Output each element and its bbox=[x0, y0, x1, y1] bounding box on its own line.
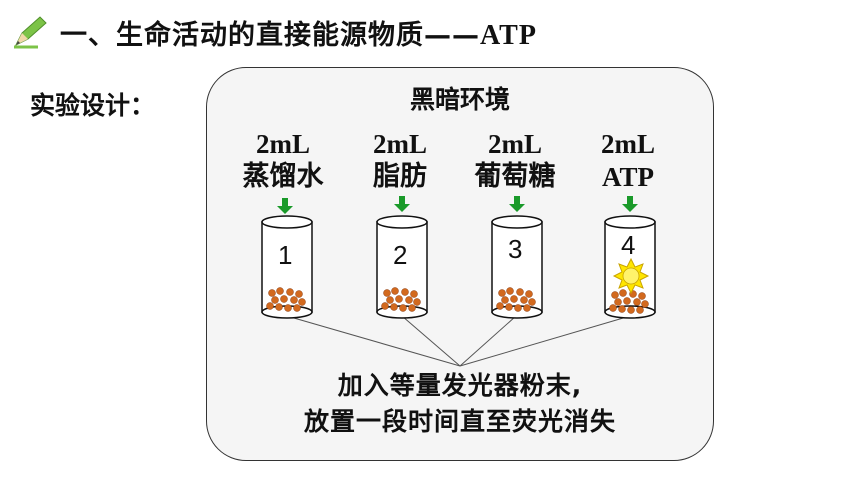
svg-text:3: 3 bbox=[508, 234, 522, 264]
note-line-2: 放置一段时间直至荧光消失 bbox=[303, 407, 616, 436]
particles bbox=[381, 287, 421, 312]
particles bbox=[496, 287, 536, 312]
test-tube-1: 1 bbox=[261, 215, 313, 319]
svg-text:4: 4 bbox=[621, 230, 635, 260]
test-tube-3: 3 bbox=[491, 215, 543, 319]
svg-text:2: 2 bbox=[393, 240, 407, 270]
arrow-down-icon bbox=[277, 198, 293, 214]
arrow-down-icon bbox=[394, 196, 410, 212]
title-row: 一、生命活动的直接能源物质——ATP bbox=[12, 12, 537, 52]
svg-text:1: 1 bbox=[278, 240, 292, 270]
page-title: 一、生命活动的直接能源物质——ATP bbox=[60, 19, 537, 51]
design-label: 实验设计： bbox=[30, 91, 156, 120]
test-tube-2: 2 bbox=[376, 215, 428, 319]
pencil-icon bbox=[14, 16, 47, 49]
connector-lines bbox=[286, 315, 631, 367]
note-line-1: 加入等量发光器粉末, bbox=[337, 371, 583, 400]
arrow-down-icon bbox=[622, 196, 638, 212]
particles bbox=[266, 287, 306, 312]
arrow-down-icon bbox=[509, 196, 525, 212]
environment-title: 黑暗环境 bbox=[409, 85, 510, 114]
test-tube-4: 4 bbox=[604, 215, 656, 319]
glow-sun-icon bbox=[612, 257, 650, 295]
